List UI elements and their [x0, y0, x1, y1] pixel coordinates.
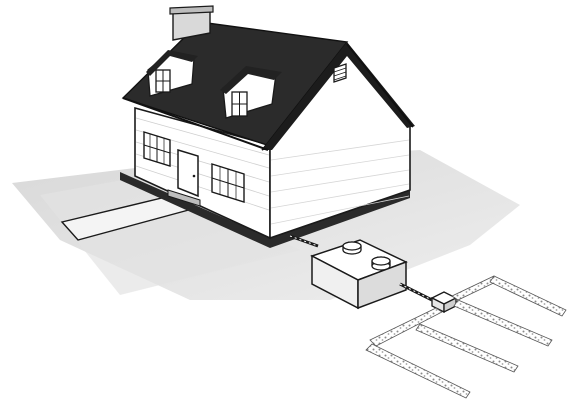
- drain-field-line: [416, 324, 518, 372]
- drain-field-line: [454, 300, 552, 346]
- drain-field-line: [490, 276, 566, 316]
- drain-field-line: [366, 344, 470, 398]
- inspection-lid: [343, 242, 361, 254]
- drain-field-header: [370, 308, 442, 346]
- inspection-lid: [372, 257, 390, 270]
- outlet-pipe: [400, 284, 432, 300]
